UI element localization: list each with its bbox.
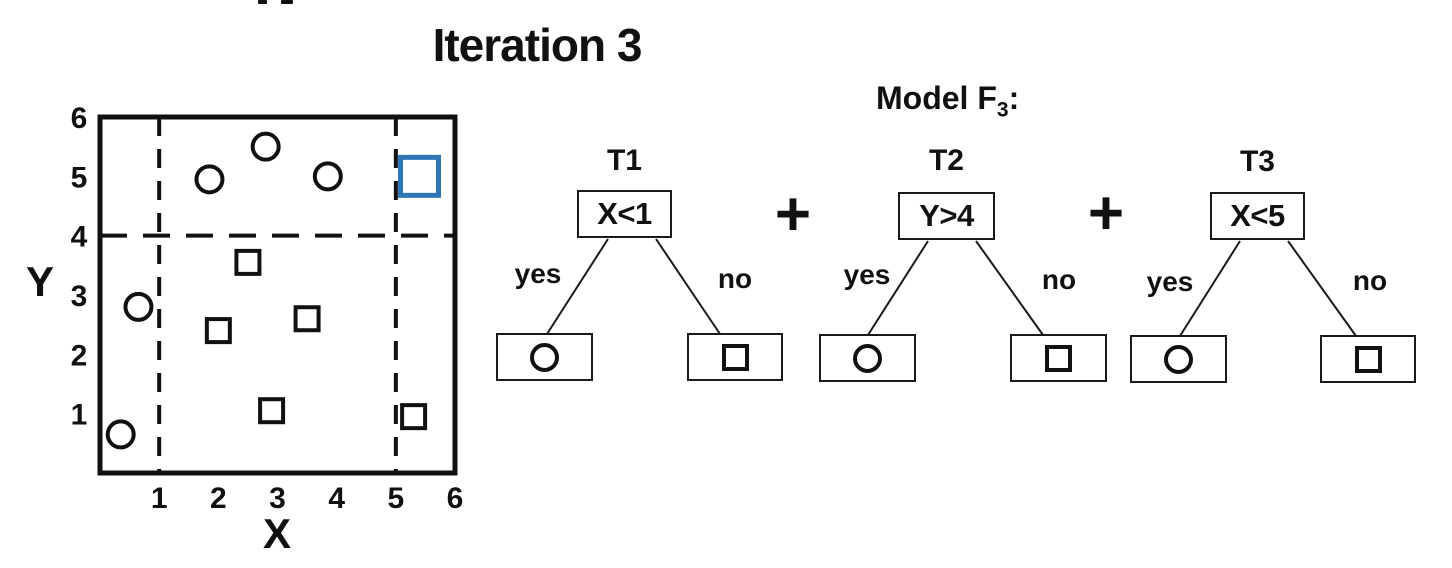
tree-1-yes-edge <box>546 238 609 335</box>
data-point-highlight-square <box>398 154 442 198</box>
tree-3-no-edge <box>1287 240 1357 337</box>
tree-2-yes-leaf-symbol <box>853 343 882 373</box>
tree-3-yes-label: yes <box>1146 266 1194 297</box>
model-label: Model F3: <box>876 80 1020 120</box>
data-point-circle <box>250 131 281 162</box>
data-point-circle <box>105 419 136 450</box>
tree-2-no-leaf-symbol <box>1045 344 1072 372</box>
tree-3-yes-leaf <box>1130 335 1227 383</box>
tree-2-yes-edge <box>867 240 929 336</box>
data-point-circle <box>123 291 154 322</box>
plus-sign-2: + <box>1087 179 1125 248</box>
cropped-glyph-artifact <box>258 0 267 4</box>
y-tick-label: 2 <box>71 339 88 372</box>
x-tick-label: 6 <box>447 482 464 515</box>
cropped-glyph-artifact <box>281 0 293 4</box>
data-point-square <box>204 317 232 345</box>
model-subscript: 3 <box>996 98 1009 122</box>
x-tick-label: 3 <box>269 482 286 515</box>
tree-1-condition-box: X<1 <box>577 190 672 238</box>
data-point-square <box>293 305 321 333</box>
model-colon: : <box>1008 80 1020 116</box>
x-tick-label: 4 <box>328 482 345 515</box>
x-tick-label: 2 <box>210 482 227 515</box>
scatter-plot: 1 2 3 4 5 6 1 2 3 4 5 6X Y <box>26 102 463 557</box>
tree-2-no-leaf <box>1010 334 1107 382</box>
tree-3-no-leaf <box>1320 335 1416 383</box>
tree-1-no-leaf-symbol <box>721 343 749 371</box>
tree-1-no-leaf <box>687 333 783 381</box>
tree-3-yes-leaf-symbol <box>1164 344 1193 374</box>
tree-3-no-label: no <box>1352 265 1388 296</box>
data-point-square <box>400 403 428 431</box>
tree-3-no-leaf-symbol <box>1354 345 1382 373</box>
x-axis-label: X <box>263 510 291 557</box>
tree-2-name: T2 <box>928 144 964 177</box>
figure-title: Iteration 3 <box>432 19 643 71</box>
y-tick-label: 6 <box>71 102 88 135</box>
data-point-square <box>258 397 286 425</box>
y-tick-label: 5 <box>71 161 88 194</box>
tree-1-name: T1 <box>606 144 642 177</box>
model-name: Model F <box>876 80 997 116</box>
x-tick-label: 5 <box>388 482 405 515</box>
tree-2-yes-leaf <box>819 334 916 382</box>
tree-1-no-edge <box>655 238 721 335</box>
tree-2-yes-label: yes <box>843 259 891 290</box>
data-point-square <box>234 248 262 276</box>
tree-1-no-label: no <box>717 263 753 294</box>
tree-edges <box>546 238 1357 337</box>
x-tick-label: 1 <box>151 482 168 515</box>
plus-sign-1: + <box>774 180 812 249</box>
tree-1-yes-leaf-symbol <box>530 342 559 372</box>
y-tick-label: 4 <box>71 221 88 254</box>
tree-1-yes-label: yes <box>514 258 562 289</box>
tree-3-condition-box: X<5 <box>1210 192 1305 240</box>
data-point-circle <box>312 161 343 192</box>
tree-1-yes-leaf <box>496 333 593 381</box>
y-axis-label: Y <box>26 258 54 305</box>
plot-border <box>97 114 458 476</box>
tree-2-no-label: no <box>1041 264 1077 295</box>
tree-2-no-edge <box>975 240 1044 336</box>
y-tick-label: 3 <box>71 280 88 313</box>
data-point-circle <box>194 164 225 195</box>
tree-3-name: T3 <box>1239 145 1275 178</box>
y-tick-label: 1 <box>71 399 88 432</box>
tree-2-condition-box: Y>4 <box>898 192 995 240</box>
tree-3-yes-edge <box>1179 240 1241 337</box>
